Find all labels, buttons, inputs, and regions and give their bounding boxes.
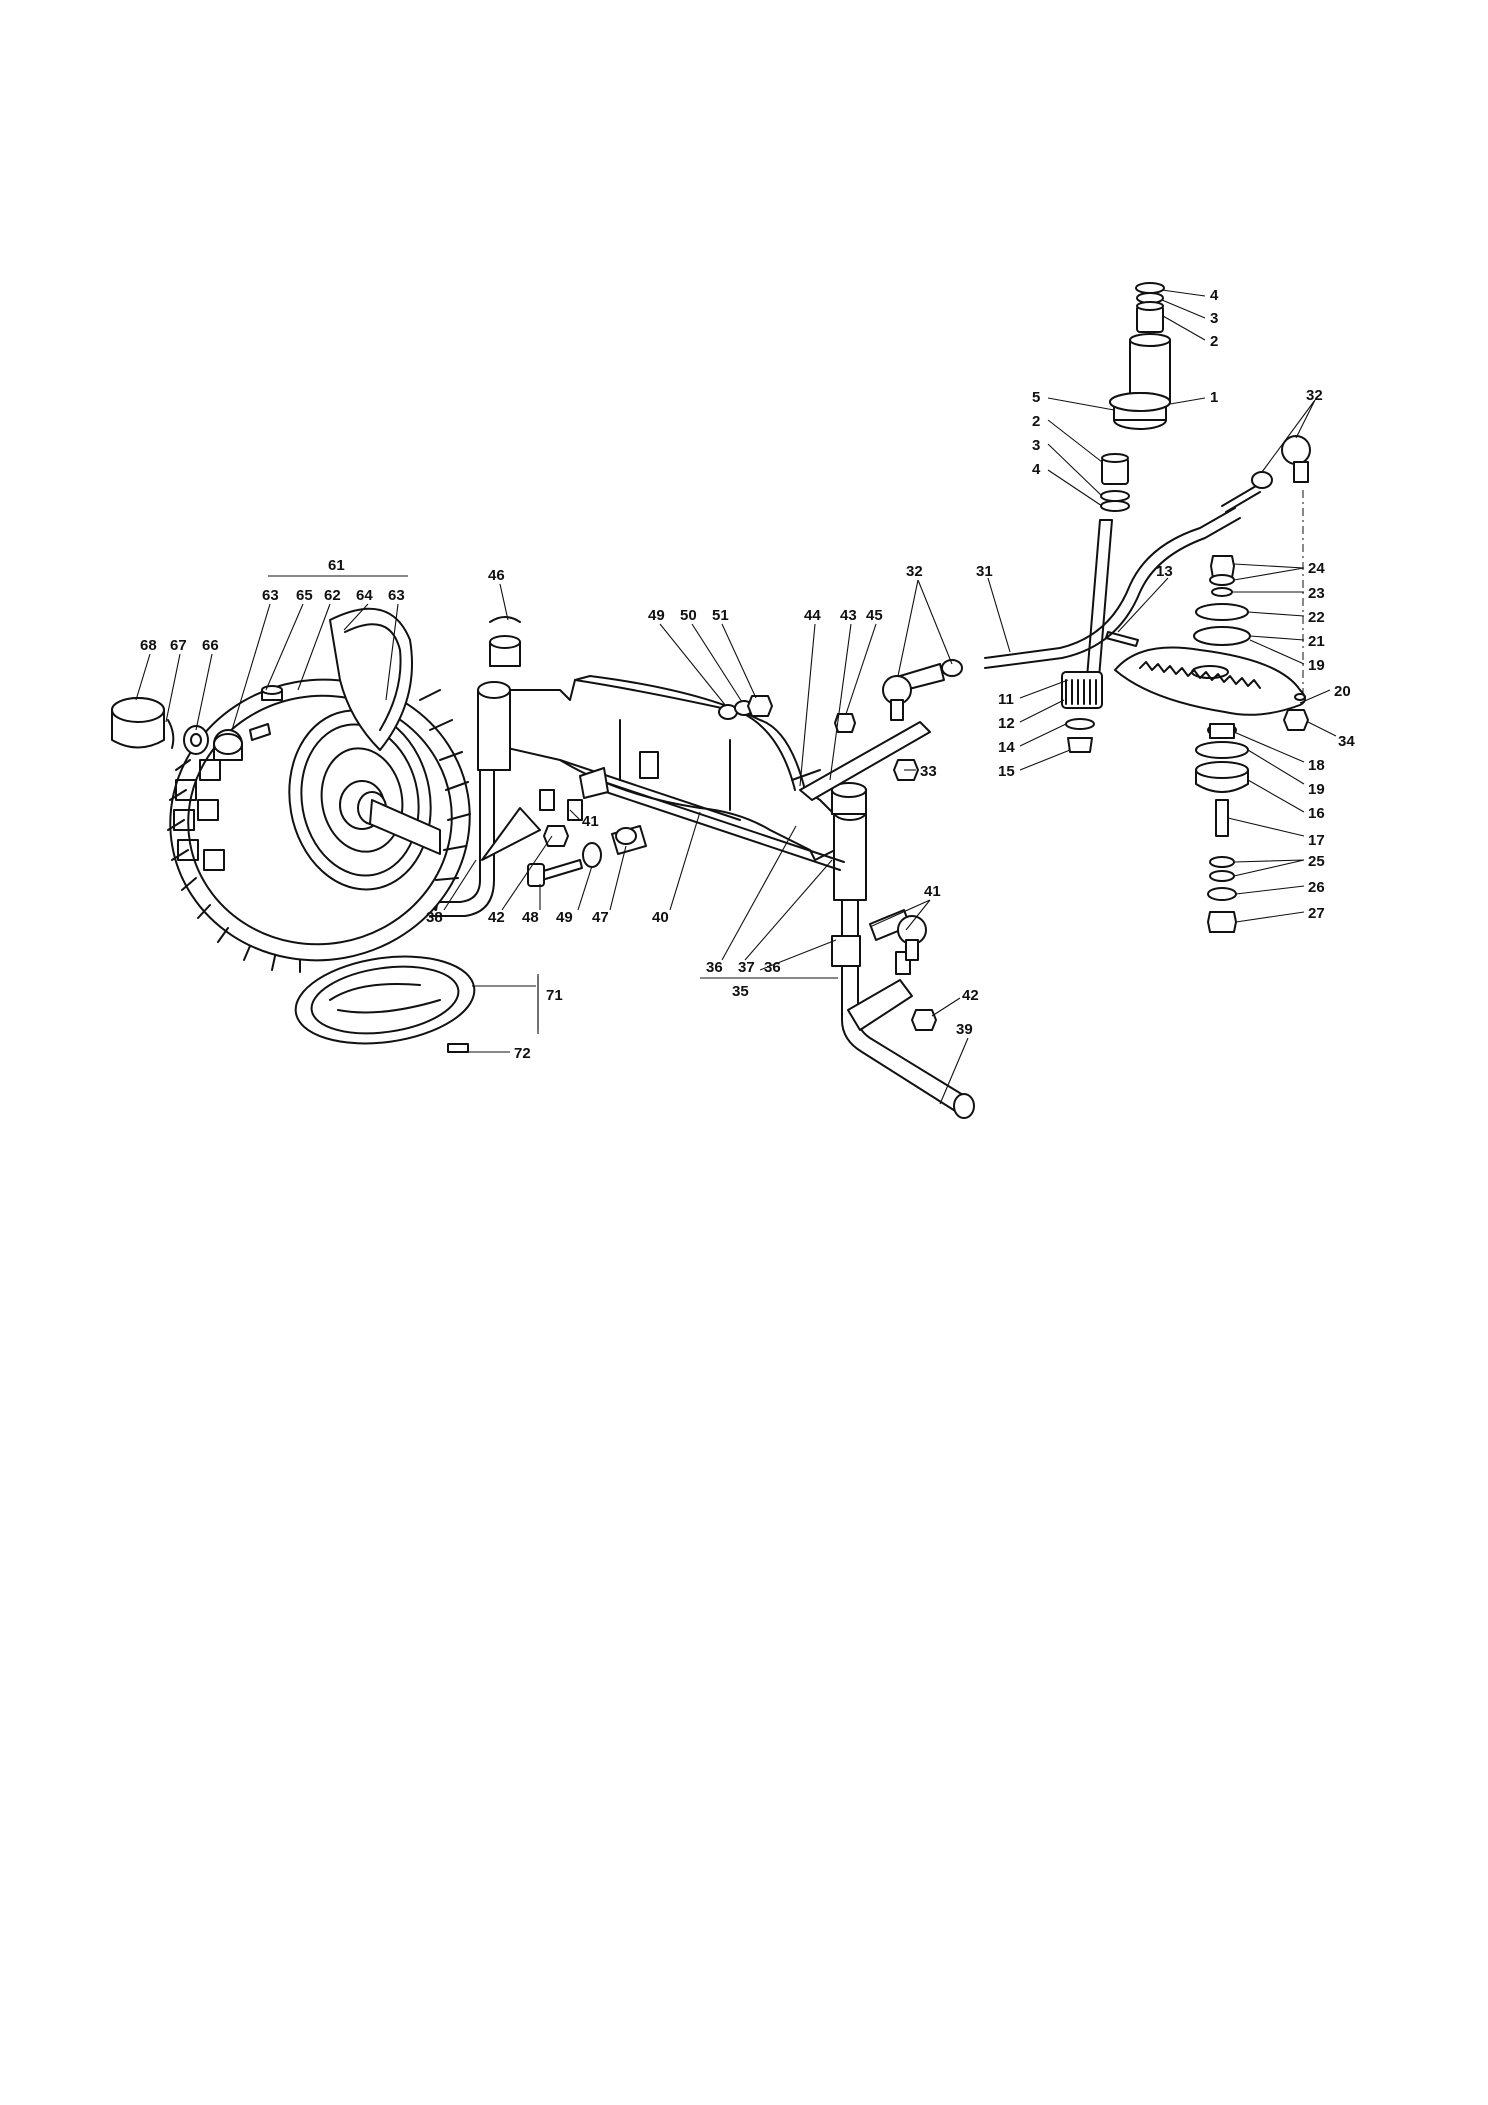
label-12: 12 [998,715,1015,732]
label-14: 14 [998,739,1015,756]
label-17: 17 [1308,832,1325,849]
label-67: 67 [170,637,187,654]
label-26: 26 [1308,879,1325,896]
label-35: 35 [732,983,749,1000]
label-41-right: 41 [924,883,941,900]
label-31: 31 [976,563,993,580]
label-39: 39 [956,1021,973,1038]
label-61: 61 [328,557,345,574]
right-spindle [831,899,975,1119]
hub-cap [294,955,476,1053]
label-43: 43 [840,607,857,624]
label-42-right: 42 [962,987,979,1004]
label-18: 18 [1308,757,1325,774]
label-3-mid: 3 [1032,437,1040,454]
label-11: 11 [998,691,1014,708]
label-42-left: 42 [488,909,505,926]
label-20: 20 [1334,683,1351,700]
label-71: 71 [546,987,563,1004]
drag-link [882,435,1311,721]
label-24: 24 [1308,560,1325,577]
label-27: 27 [1308,905,1325,922]
label-47: 47 [592,909,609,926]
label-36-left: 36 [706,959,723,976]
label-34: 34 [1338,733,1355,750]
label-63-left: 63 [262,587,279,604]
label-51: 51 [712,607,729,624]
label-19-lower: 19 [1308,781,1325,798]
tie-rod-and-hardware [527,767,845,887]
label-21: 21 [1308,633,1325,650]
label-41-left: 41 [582,813,599,830]
label-22: 22 [1308,609,1325,626]
label-62: 62 [324,587,341,604]
label-49-bottom: 49 [556,909,573,926]
steering-column [1061,282,1171,753]
label-5: 5 [1032,389,1040,406]
label-37: 37 [738,959,755,976]
callout-labels: 4 3 2 1 5 2 3 4 32 24 23 22 21 19 20 34 … [140,287,1355,1062]
label-72: 72 [514,1045,531,1062]
sector-gear [1105,631,1306,716]
label-16: 16 [1308,805,1325,822]
label-32-mid: 32 [906,563,923,580]
label-2-top: 2 [1210,333,1218,350]
front-axle-beam [477,616,931,901]
label-15: 15 [998,763,1015,780]
label-40: 40 [652,909,669,926]
label-23: 23 [1308,585,1325,602]
label-36-right: 36 [764,959,781,976]
wheel-hardware [111,697,243,761]
label-25: 25 [1308,853,1325,870]
label-65: 65 [296,587,313,604]
label-13: 13 [1156,563,1173,580]
label-63-right: 63 [388,587,405,604]
label-45: 45 [866,607,883,624]
label-50: 50 [680,607,697,624]
label-48: 48 [522,909,539,926]
label-38: 38 [426,909,443,926]
label-3-top: 3 [1210,310,1218,327]
label-44: 44 [804,607,821,624]
leader-lines [135,289,1337,1105]
label-4-mid: 4 [1032,461,1041,478]
label-32-right: 32 [1306,387,1323,404]
label-4-top: 4 [1210,287,1219,304]
label-68: 68 [140,637,157,654]
label-49-top: 49 [648,607,665,624]
front-wheel [167,607,471,973]
label-33: 33 [920,763,937,780]
label-2-mid: 2 [1032,413,1040,430]
label-1: 1 [1210,389,1218,406]
label-46: 46 [488,567,505,584]
label-19-upper: 19 [1308,657,1325,674]
label-64: 64 [356,587,373,604]
label-66: 66 [202,637,219,654]
